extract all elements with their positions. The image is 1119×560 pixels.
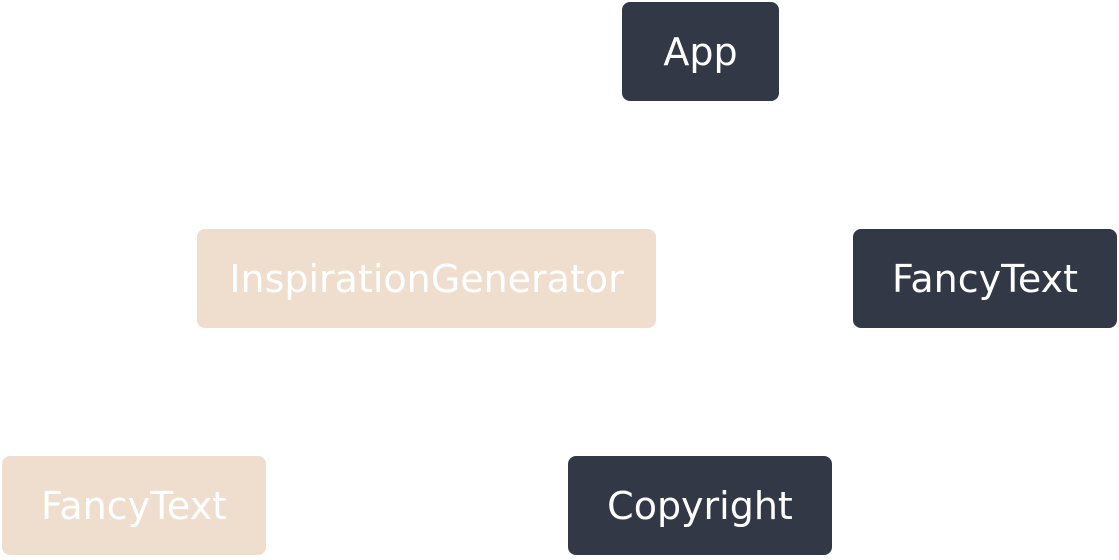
- node-app-label: App: [663, 29, 738, 74]
- node-fancy-text-dark: FancyText: [853, 229, 1117, 328]
- node-copyright: Copyright: [568, 456, 832, 555]
- node-inspiration-generator: InspirationGenerator: [197, 229, 656, 328]
- node-fancy-text-light-label: FancyText: [41, 483, 227, 528]
- node-fancy-text-dark-label: FancyText: [892, 256, 1078, 301]
- node-inspiration-generator-label: InspirationGenerator: [229, 256, 624, 301]
- node-fancy-text-light: FancyText: [2, 456, 266, 555]
- node-copyright-label: Copyright: [607, 483, 793, 528]
- node-app: App: [622, 2, 779, 101]
